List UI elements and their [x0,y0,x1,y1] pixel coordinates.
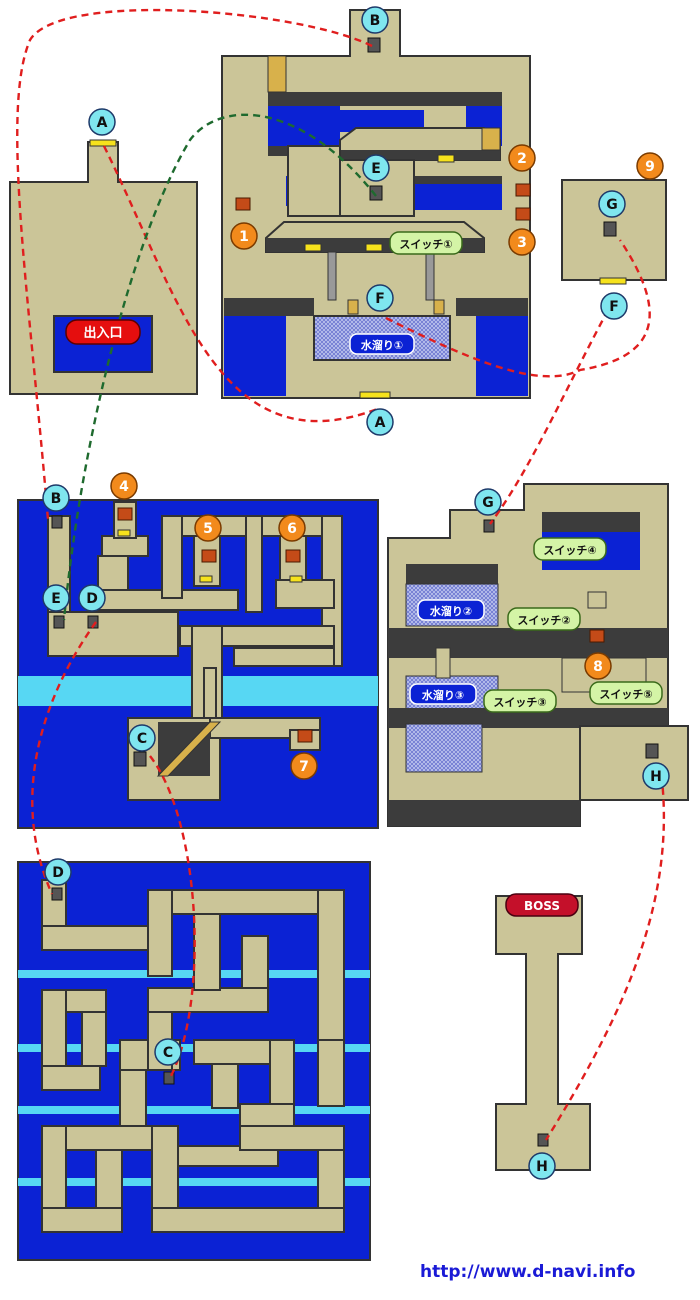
switch-label-4: スイッチ④ [533,537,607,561]
marker-f1: F [366,284,394,312]
svg-text:2: 2 [517,151,527,167]
svg-text:D: D [52,865,64,881]
svg-text:H: H [650,769,662,785]
stair-icons [51,37,659,1147]
marker-a2: A [366,408,394,436]
switch-label-3: スイッチ③ [483,689,557,713]
svg-text:6: 6 [287,521,297,537]
chest-marker-2: 2 [508,144,536,172]
entrance-label: 出入口 [65,319,141,345]
svg-text:スイッチ③: スイッチ③ [493,696,546,709]
chest-marker-8: 8 [584,652,612,680]
marker-g1: G [598,190,626,218]
marker-a1: A [88,108,116,136]
svg-text:8: 8 [593,659,603,675]
room-main-hall [221,9,531,399]
site-url[interactable]: http://www.d-navi.info [420,1262,636,1282]
marker-b2: B [42,484,70,512]
svg-text:7: 7 [299,759,309,775]
svg-text:1: 1 [239,229,249,245]
svg-text:スイッチ①: スイッチ① [399,238,452,251]
route-lines [16,8,666,1141]
marker-b1: B [361,6,389,34]
pool-label-1: 水溜り① [349,333,415,355]
svg-text:水溜り③: 水溜り③ [422,688,464,702]
marker-d1: D [78,584,106,612]
svg-text:9: 9 [645,159,655,175]
room-water-hall [17,499,379,829]
svg-text:水溜り①: 水溜り① [361,338,403,352]
svg-text:水溜り②: 水溜り② [430,604,472,618]
chest-marker-6: 6 [278,514,306,542]
marker-h1: H [642,762,670,790]
switch-label-1: スイッチ① [389,231,463,255]
svg-text:スイッチ④: スイッチ④ [543,544,596,557]
svg-text:B: B [370,13,381,29]
svg-text:C: C [163,1045,173,1061]
svg-text:H: H [536,1159,548,1175]
svg-text:BOSS: BOSS [524,899,560,913]
svg-text:4: 4 [119,479,129,495]
switch-label-5: スイッチ⑤ [589,681,663,705]
marker-e2: E [42,584,70,612]
marker-e1: E [362,154,390,182]
door-a-top [89,139,117,147]
chest-marker-5: 5 [194,514,222,542]
svg-text:スイッチ②: スイッチ② [517,614,570,627]
svg-text:5: 5 [203,521,213,537]
svg-text:E: E [371,161,381,177]
marker-f2: F [600,292,628,320]
svg-text:3: 3 [517,235,527,251]
marker-c2: C [154,1038,182,1066]
svg-text:F: F [609,299,619,315]
chest-marker-9: 9 [636,152,664,180]
boss-label: BOSS [505,893,579,917]
chest-marker-1: 1 [230,222,258,250]
svg-text:E: E [51,591,61,607]
svg-text:D: D [86,591,98,607]
marker-g2: G [474,488,502,516]
svg-text:G: G [482,495,494,511]
svg-text:F: F [375,291,385,307]
svg-text:A: A [97,115,108,131]
room-maze [17,861,371,1261]
svg-text:出入口: 出入口 [83,325,122,341]
chest-marker-3: 3 [508,228,536,256]
marker-c1: C [128,724,156,752]
marker-d2: D [44,858,72,886]
svg-text:G: G [606,197,618,213]
room-boss [495,895,591,1171]
chest-marker-4: 4 [110,472,138,500]
svg-text:B: B [51,491,62,507]
pool-label-3: 水溜り③ [409,683,477,705]
switch-label-2: スイッチ② [507,607,581,631]
pool-label-2: 水溜り② [417,599,485,621]
svg-text:A: A [375,415,386,431]
svg-text:スイッチ⑤: スイッチ⑤ [599,688,652,701]
svg-text:C: C [137,731,147,747]
marker-h2: H [528,1152,556,1180]
chest-marker-7: 7 [290,752,318,780]
chest-icons [117,183,605,743]
